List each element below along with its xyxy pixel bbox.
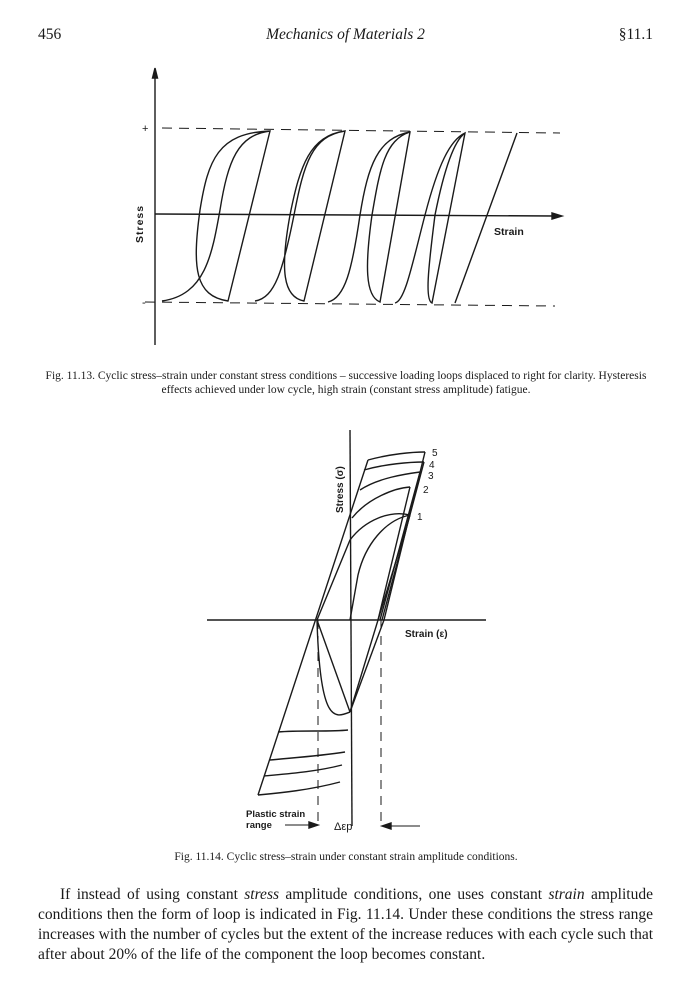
fig2-lower-tip-3 bbox=[269, 751, 346, 761]
fig1-strain-label: Strain bbox=[494, 226, 524, 238]
fig2-plastic-label-line2: range bbox=[246, 820, 272, 831]
section-number: §11.1 bbox=[618, 26, 653, 43]
fig2-upper-tip-5 bbox=[367, 451, 426, 461]
fig1-loop-5 bbox=[454, 132, 518, 304]
fig1-upper-stress-bound bbox=[161, 127, 561, 134]
body-text-part-1: If instead of using constant bbox=[60, 886, 245, 903]
fig1-lower-stress-bound bbox=[144, 301, 556, 307]
fig2-right-diagonal-2 bbox=[377, 486, 411, 621]
fig2-stress-label: Stress (σ) bbox=[335, 466, 346, 513]
running-title: Mechanics of Materials 2 bbox=[266, 26, 425, 43]
body-emphasis-strain: strain bbox=[548, 886, 585, 903]
body-emphasis-stress: stress bbox=[244, 886, 280, 903]
fig1-loop-4 bbox=[394, 131, 466, 304]
fig2-upper-tip-3 bbox=[359, 471, 421, 491]
fig2-cycle-label-3: 3 bbox=[428, 471, 434, 482]
fig2-upper-tip-2 bbox=[351, 486, 411, 519]
fig2-right-diagonal-5 bbox=[383, 451, 426, 621]
fig1-stress-label: Stress bbox=[134, 205, 146, 243]
body-text-part-3: amplitude conditions then the form of lo… bbox=[38, 886, 654, 963]
fig2-left-reload bbox=[349, 619, 385, 713]
figure-11-13: + - Stress Strain bbox=[134, 67, 565, 345]
page-number: 456 bbox=[38, 26, 62, 43]
fig1-stress-axis-arrow bbox=[151, 67, 159, 79]
fig2-cycle-label-5: 5 bbox=[432, 448, 438, 459]
fig2-strain-label: Strain (ε) bbox=[405, 629, 448, 640]
fig1-loop-2 bbox=[254, 130, 346, 302]
fig2-lower-tip-5 bbox=[257, 781, 341, 796]
fig2-initial-loading-curve bbox=[349, 514, 411, 621]
fig2-plastic-label-line1: Plastic strain bbox=[246, 809, 305, 820]
body-text-part-2: amplitude conditions, one uses constant bbox=[279, 886, 549, 903]
fig2-stress-axis bbox=[349, 429, 353, 827]
fig2-right-arrowhead bbox=[379, 822, 392, 830]
fig2-lower-tip-4 bbox=[263, 764, 343, 777]
body-paragraph: If instead of using constant stress ampl… bbox=[38, 885, 653, 965]
fig1-strain-axis-arrow bbox=[551, 212, 565, 220]
fig2-left-diagonal bbox=[257, 459, 369, 796]
fig1-loop-1 bbox=[161, 130, 271, 302]
fig1-minus-label: - bbox=[142, 297, 146, 309]
fig2-cycle-label-4: 4 bbox=[429, 460, 435, 471]
fig2-cycle-label-1: 1 bbox=[417, 512, 423, 523]
fig2-right-diagonal-3 bbox=[379, 471, 421, 621]
fig1-loop-3 bbox=[327, 131, 411, 303]
fig2-cycle-label-2: 2 bbox=[423, 485, 429, 496]
fig2-left-diagonal-inner bbox=[316, 619, 351, 713]
fig1-plus-label: + bbox=[142, 123, 148, 135]
figure-11-13-caption: Fig. 11.13. Cyclic stress–strain under c… bbox=[45, 370, 647, 396]
page-header: 456 Mechanics of Materials 2 §11.1 bbox=[38, 26, 653, 50]
figure-11-14-caption: Fig. 11.14. Cyclic stress–strain under c… bbox=[174, 851, 518, 863]
fig2-upper-tip-4 bbox=[363, 461, 425, 471]
fig2-left-arrowhead bbox=[308, 821, 321, 829]
figure-11-14: Stress (σ) Strain (ε) 1 2 3 4 5 Plastic … bbox=[207, 429, 486, 833]
fig2-lower-tip-2 bbox=[277, 729, 349, 733]
fig1-strain-axis bbox=[154, 213, 557, 217]
fig2-delta-label: Δεp bbox=[334, 821, 352, 833]
